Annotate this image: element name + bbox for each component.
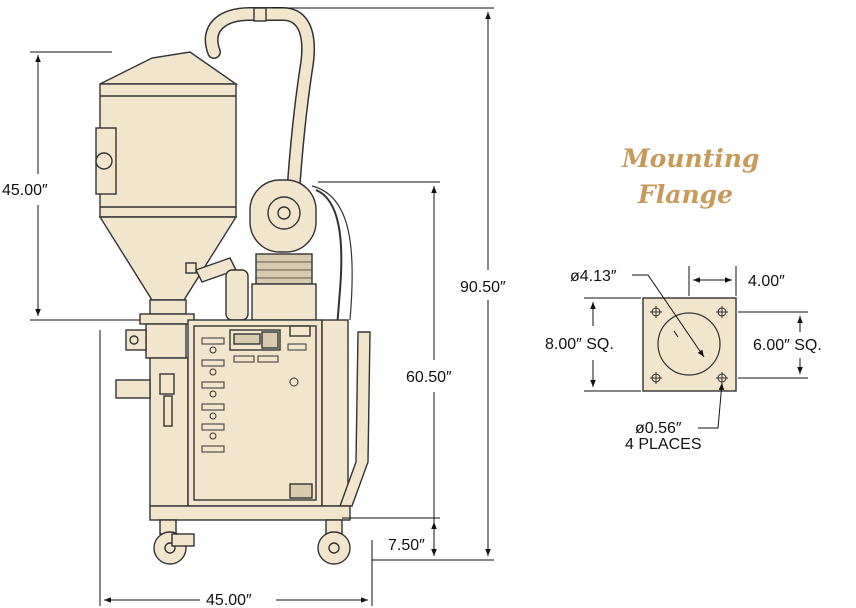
caster-right — [317, 519, 351, 565]
hopper-body — [99, 83, 237, 218]
dimension-overall-height: 90.50″ — [272, 7, 506, 561]
filter-screen — [255, 253, 313, 285]
hole-count-label: 4 PLACES — [625, 436, 701, 453]
caster-left — [153, 519, 195, 565]
flange-title-line2: Flange — [637, 180, 733, 209]
caster-height-label: 7.50″ — [388, 537, 425, 554]
mounting-flange-section: Mounting Flange ø4.13″ 4.00″ 8.00″ SQ. — [545, 144, 822, 453]
hole-spacing-label: 4.00″ — [748, 273, 785, 290]
cart-base — [149, 505, 351, 521]
flange-title-line1: Mounting — [621, 144, 759, 173]
overall-height-label: 90.50″ — [460, 279, 506, 296]
hopper-height-label: 45.00″ — [2, 182, 48, 199]
hose-coupling — [253, 7, 267, 22]
overall-width-label: 45.00″ — [206, 592, 252, 608]
machine-illustration — [95, 7, 371, 565]
dimension-overall-width: 45.00″ — [99, 330, 373, 608]
bore-diameter-label: ø4.13″ — [570, 268, 617, 285]
flange-bolt-holes — [650, 306, 728, 384]
dimension-hopper-height: 45.00″ — [2, 51, 140, 321]
hopper-cone — [98, 216, 238, 301]
outer-square-label: 8.00″ SQ. — [545, 336, 614, 353]
bolt-square-label: 6.00″ SQ. — [753, 337, 822, 354]
cart-handle — [339, 331, 371, 507]
dimension-caster-height: 7.50″ — [342, 517, 440, 554]
hole-diameter-label: ø0.56″ — [635, 420, 682, 437]
cabinet-height-label: 60.50″ — [406, 369, 452, 386]
control-switches — [201, 337, 307, 453]
flange-bore — [657, 312, 721, 376]
dimension-cabinet-height: 60.50″ — [318, 181, 452, 556]
